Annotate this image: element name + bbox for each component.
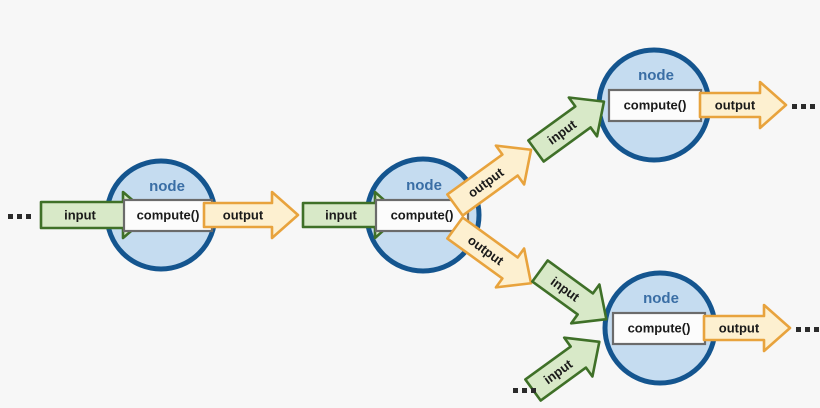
edge-in-bottom-upper-arrow[interactable] — [526, 252, 621, 339]
edge-out-left-label: output — [223, 207, 264, 222]
node-middle-compute-label: compute() — [391, 207, 454, 222]
node-top-right-compute-box[interactable] — [607, 88, 703, 123]
edge-in-bottom-lower-arrow[interactable] — [519, 322, 614, 408]
node-left-label: node — [149, 178, 185, 195]
edge-in-middle-label: input — [325, 207, 357, 222]
node-middle-label: node — [406, 177, 442, 194]
edge-out-bottom-right-label: output — [719, 320, 760, 335]
node-bottom-right-label: node — [643, 290, 679, 307]
edge-in-top-right-arrow[interactable] — [522, 82, 618, 170]
ellipsis-top-right — [792, 104, 815, 109]
node-left-compute-label: compute() — [137, 207, 200, 222]
ellipsis-bottom-left — [513, 388, 536, 393]
node-bottom-right-compute-label: compute() — [628, 320, 691, 335]
edge-out-middle-down-arrow[interactable] — [441, 209, 545, 303]
node-top-right-compute-label: compute() — [624, 97, 687, 112]
ellipsis-left — [8, 214, 31, 219]
edge-out-top-right-label: output — [715, 97, 756, 112]
node-left-compute-box[interactable] — [122, 198, 214, 233]
edge-out-top-right-arrow[interactable] — [698, 80, 788, 130]
edge-in-left-label: input — [64, 207, 96, 222]
edge-out-middle-up-arrow[interactable] — [441, 130, 545, 224]
node-middle-compute-box[interactable] — [374, 198, 470, 233]
ellipsis-bottom-right — [796, 327, 819, 332]
node-top-right-label: node — [638, 67, 674, 84]
edge-out-left-arrow[interactable] — [202, 190, 300, 240]
edge-out-bottom-right-arrow[interactable] — [702, 303, 792, 353]
edge-in-bottom-lower-group[interactable]: input — [519, 322, 614, 408]
